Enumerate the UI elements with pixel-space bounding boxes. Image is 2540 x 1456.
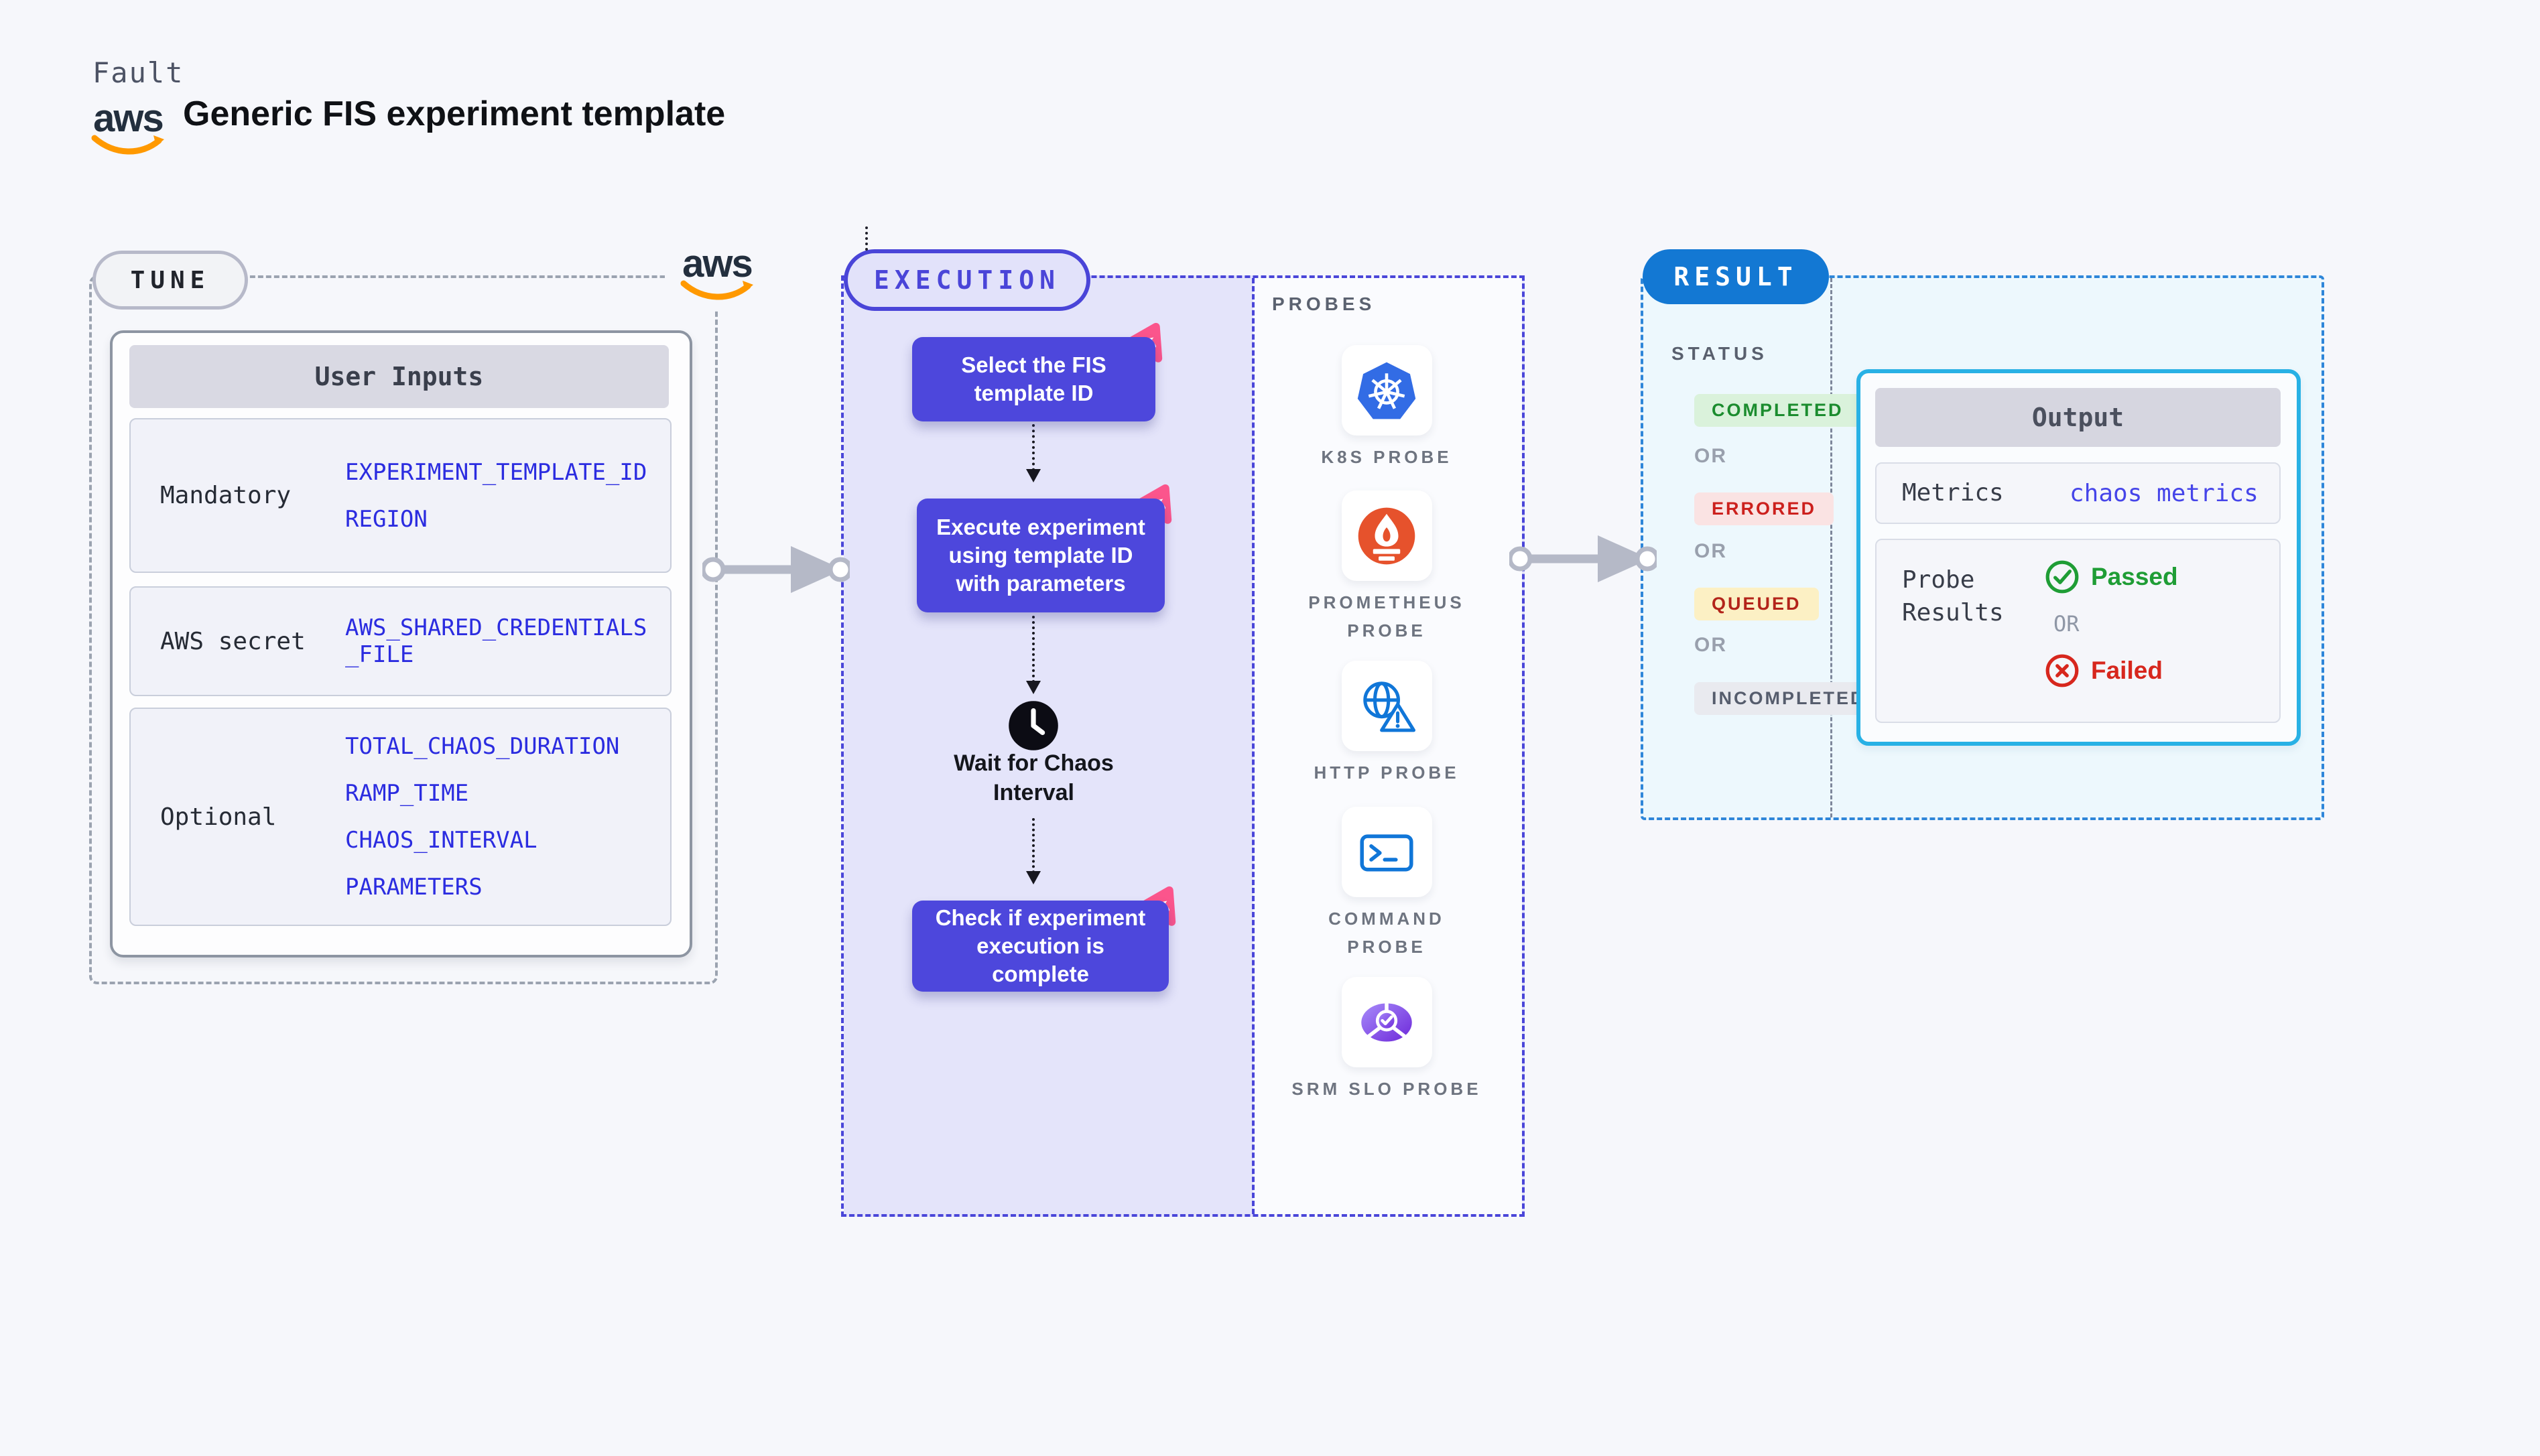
probe-card bbox=[1341, 490, 1432, 581]
status-output-divider bbox=[1830, 278, 1832, 817]
user-inputs-title: User Inputs bbox=[314, 362, 484, 391]
result-pill-label: RESULT bbox=[1673, 262, 1798, 291]
input-value: CHAOS_INTERVAL bbox=[345, 827, 537, 854]
slo-pie-icon bbox=[1361, 1002, 1412, 1042]
passed-line: Passed bbox=[2044, 559, 2178, 595]
or-separator: OR bbox=[1694, 540, 1727, 562]
status-title: STATUS bbox=[1671, 343, 1768, 364]
status-badge-queued: QUEUED bbox=[1694, 588, 1819, 620]
result-pill: RESULT bbox=[1643, 249, 1829, 304]
metrics-label: Metrics bbox=[1902, 478, 2004, 507]
or-separator: OR bbox=[2053, 611, 2080, 637]
row-values: TOTAL_CHAOS_DURATION RAMP_TIME CHAOS_INT… bbox=[345, 733, 619, 901]
step-check-complete: Check if experiment execution is complet… bbox=[912, 886, 1176, 992]
probe-label: PROMETHEUS PROBE bbox=[1308, 592, 1465, 641]
aws-smile-icon bbox=[91, 135, 164, 155]
step-execute-experiment: Execute experiment using template ID wit… bbox=[917, 484, 1172, 612]
step-node: Check if experiment execution is complet… bbox=[912, 901, 1169, 992]
execution-pill: EXECUTION bbox=[844, 249, 1090, 311]
probe-label: COMMAND PROBE bbox=[1328, 909, 1445, 957]
flow-arrow-down-icon bbox=[1026, 818, 1041, 884]
probe-card bbox=[1341, 807, 1432, 897]
arrow-execution-to-result-icon bbox=[1509, 535, 1657, 582]
probe-srm-slo: SRM SLO PROBE bbox=[1286, 977, 1487, 1104]
brand-label: Fault bbox=[92, 56, 184, 89]
probe-card bbox=[1341, 661, 1432, 751]
probe-results-row: Probe Results Passed OR Failed bbox=[1875, 539, 2281, 723]
flow-arrow-down-icon bbox=[1026, 424, 1041, 482]
probes-title: PROBES bbox=[1272, 293, 1376, 314]
check-circle-icon bbox=[2045, 560, 2079, 594]
page-title: Generic FIS experiment template bbox=[183, 94, 726, 133]
x-circle-icon bbox=[2045, 654, 2079, 687]
input-value: TOTAL_CHAOS_DURATION bbox=[345, 733, 620, 760]
step-wait-label: Wait for Chaos Interval bbox=[954, 750, 1114, 806]
probe-results-label: Probe Results bbox=[1902, 566, 2004, 626]
status-badge-errored: ERRORED bbox=[1694, 492, 1834, 525]
probe-card bbox=[1341, 345, 1432, 436]
input-value: RAMP_TIME bbox=[345, 780, 469, 807]
input-row-mandatory: Mandatory EXPERIMENT_TEMPLATE_ID REGION bbox=[129, 418, 672, 573]
metrics-row: Metrics chaos metrics bbox=[1875, 462, 2281, 524]
or-separator: OR bbox=[1694, 445, 1727, 467]
probe-command: COMMAND PROBE bbox=[1286, 807, 1487, 961]
probe-http: HTTP PROBE bbox=[1286, 661, 1487, 787]
execution-pill-label: EXECUTION bbox=[874, 265, 1060, 295]
metrics-value: chaos metrics bbox=[2070, 479, 2259, 507]
prometheus-icon bbox=[1358, 507, 1415, 564]
input-value: EXPERIMENT_TEMPLATE_ID bbox=[345, 458, 647, 486]
step-node: Execute experiment using template ID wit… bbox=[917, 499, 1165, 612]
output-title: Output bbox=[2031, 403, 2124, 432]
probe-card bbox=[1341, 977, 1432, 1067]
row-label: Optional bbox=[160, 803, 277, 831]
probe-k8s: K8S PROBE bbox=[1286, 345, 1487, 472]
input-row-optional: Optional TOTAL_CHAOS_DURATION RAMP_TIME … bbox=[129, 708, 672, 926]
row-values: AWS_SHARED_CREDENTIALS_FILE bbox=[345, 614, 660, 668]
failed-label: Failed bbox=[2091, 657, 2163, 684]
arrow-tune-to-execution-icon bbox=[702, 546, 850, 593]
kubernetes-icon bbox=[1357, 362, 1416, 419]
status-badge-completed: COMPLETED bbox=[1694, 394, 1861, 427]
aws-logo-text: aws bbox=[682, 242, 753, 285]
execution-probes-divider bbox=[1252, 278, 1255, 1214]
step-select-template: Select the FIS template ID bbox=[912, 322, 1163, 421]
execution-top-connector bbox=[865, 226, 868, 251]
output-header: Output bbox=[1875, 388, 2281, 447]
flow-arrow-down-icon bbox=[1026, 616, 1041, 694]
globe-warning-icon bbox=[1363, 681, 1416, 732]
terminal-icon bbox=[1360, 834, 1413, 872]
row-label: AWS secret bbox=[160, 627, 306, 655]
status-badge-incompleted: INCOMPLETED bbox=[1694, 682, 1883, 715]
passed-label: Passed bbox=[2091, 563, 2178, 590]
probe-label: HTTP PROBE bbox=[1314, 763, 1460, 783]
input-value: PARAMETERS bbox=[345, 874, 483, 901]
input-value: AWS_SHARED_CREDENTIALS_FILE bbox=[345, 614, 647, 668]
probe-label: K8S PROBE bbox=[1321, 447, 1452, 467]
tune-pill: TUNE bbox=[92, 251, 248, 310]
failed-line: Failed bbox=[2044, 653, 2178, 689]
tune-pill-label: TUNE bbox=[130, 266, 210, 294]
probe-prometheus: PROMETHEUS PROBE bbox=[1286, 490, 1487, 645]
input-value: REGION bbox=[345, 505, 428, 533]
step-node: Select the FIS template ID bbox=[912, 337, 1155, 421]
aws-logo: aws bbox=[90, 99, 166, 158]
or-separator: OR bbox=[1694, 634, 1727, 656]
input-row-aws-secret: AWS secret AWS_SHARED_CREDENTIALS_FILE bbox=[129, 586, 672, 696]
aws-logo-text: aws bbox=[93, 96, 164, 140]
probe-label: SRM SLO PROBE bbox=[1291, 1079, 1482, 1099]
row-values: EXPERIMENT_TEMPLATE_ID REGION bbox=[345, 459, 647, 533]
user-inputs-header: User Inputs bbox=[129, 345, 669, 408]
row-label: Mandatory bbox=[160, 482, 292, 509]
aws-smile-icon bbox=[680, 280, 753, 300]
tune-section bbox=[89, 275, 718, 984]
probe-results-values: Passed OR Failed bbox=[2044, 559, 2178, 689]
clock-icon bbox=[1009, 701, 1058, 750]
tune-aws-logo: aws bbox=[665, 237, 769, 311]
output-card: Output Metrics chaos metrics Probe Resul… bbox=[1856, 369, 2301, 746]
